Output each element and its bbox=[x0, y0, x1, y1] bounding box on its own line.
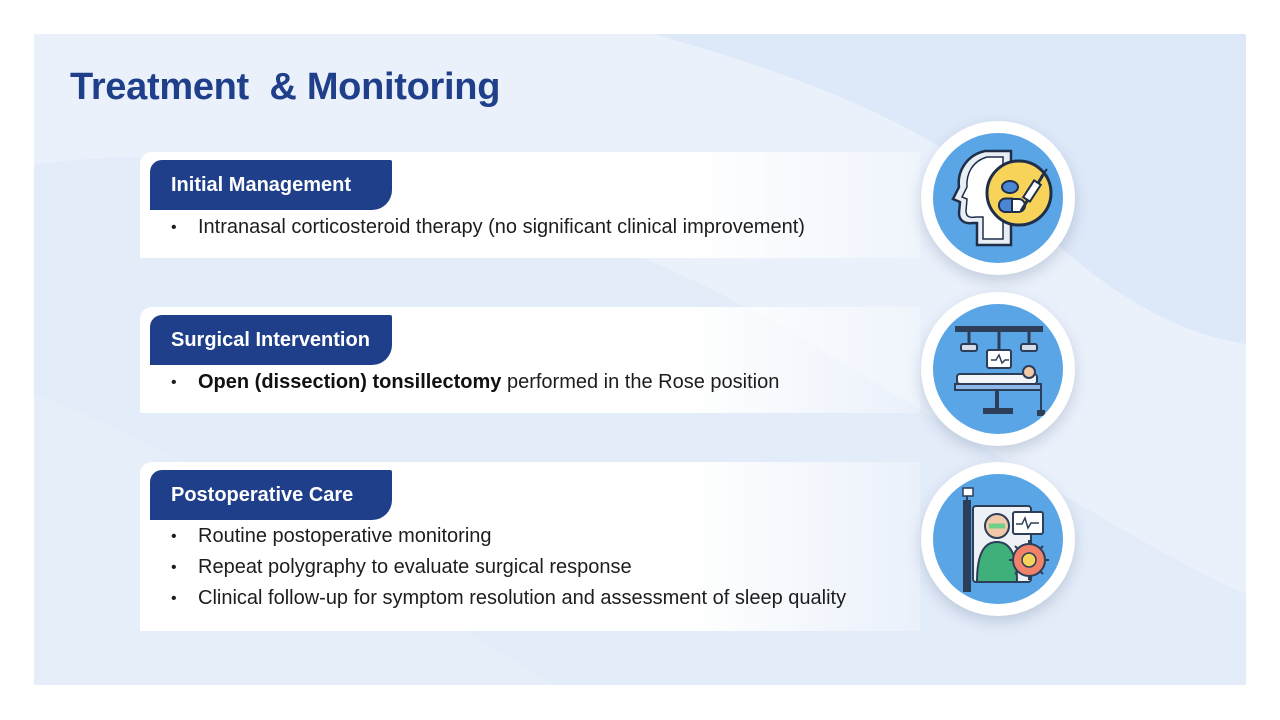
icon-badge-postoperative bbox=[921, 462, 1075, 616]
bullet-list: • Routine postoperative monitoring • Rep… bbox=[140, 521, 846, 614]
bullet-dot: • bbox=[171, 559, 177, 576]
bullet-text: Routine postoperative monitoring bbox=[198, 525, 492, 547]
icon-badge-medication bbox=[921, 121, 1075, 275]
bullet-text: Repeat polygraphy to evaluate surgical r… bbox=[198, 556, 632, 578]
page-title: Treatment & Monitoring bbox=[70, 66, 501, 108]
hospital-patient-icon bbox=[962, 487, 1049, 592]
section-surgical-intervention: Surgical Intervention • Open (dissection… bbox=[140, 307, 920, 413]
bullet-text: Clinical follow-up for symptom resolutio… bbox=[198, 587, 847, 609]
section-initial-management: Initial Management • Intranasal corticos… bbox=[140, 152, 920, 258]
bullet-dot: • bbox=[171, 528, 177, 545]
section-header: Initial Management bbox=[150, 160, 392, 210]
section-header: Surgical Intervention bbox=[150, 315, 392, 365]
section-header: Postoperative Care bbox=[150, 470, 392, 520]
bullet-bold-text: Open (dissection) tonsillectomy bbox=[198, 371, 502, 393]
list-item: • Open (dissection) tonsillectomy perfor… bbox=[140, 367, 779, 398]
list-item: • Clinical follow-up for symptom resolut… bbox=[140, 583, 846, 614]
bullet-text: performed in the Rose position bbox=[501, 371, 780, 393]
bullet-dot: • bbox=[171, 219, 177, 236]
bullet-dot: • bbox=[171, 374, 177, 391]
bullet-list: • Open (dissection) tonsillectomy perfor… bbox=[140, 367, 779, 398]
list-item: • Intranasal corticosteroid therapy (no … bbox=[140, 212, 805, 243]
slide: Treatment & Monitoring Initial Managemen… bbox=[34, 34, 1246, 685]
head-medication-icon bbox=[951, 149, 1053, 247]
list-item: • Routine postoperative monitoring bbox=[140, 521, 846, 552]
list-item: • Repeat polygraphy to evaluate surgical… bbox=[140, 552, 846, 583]
bullet-list: • Intranasal corticosteroid therapy (no … bbox=[140, 212, 805, 243]
bullet-dot: • bbox=[171, 590, 177, 607]
icon-badge-surgery bbox=[921, 292, 1075, 446]
bullet-text: Intranasal corticosteroid therapy (no si… bbox=[198, 216, 805, 238]
operating-table-icon bbox=[954, 326, 1045, 416]
section-postoperative-care: Postoperative Care • Routine postoperati… bbox=[140, 462, 920, 631]
